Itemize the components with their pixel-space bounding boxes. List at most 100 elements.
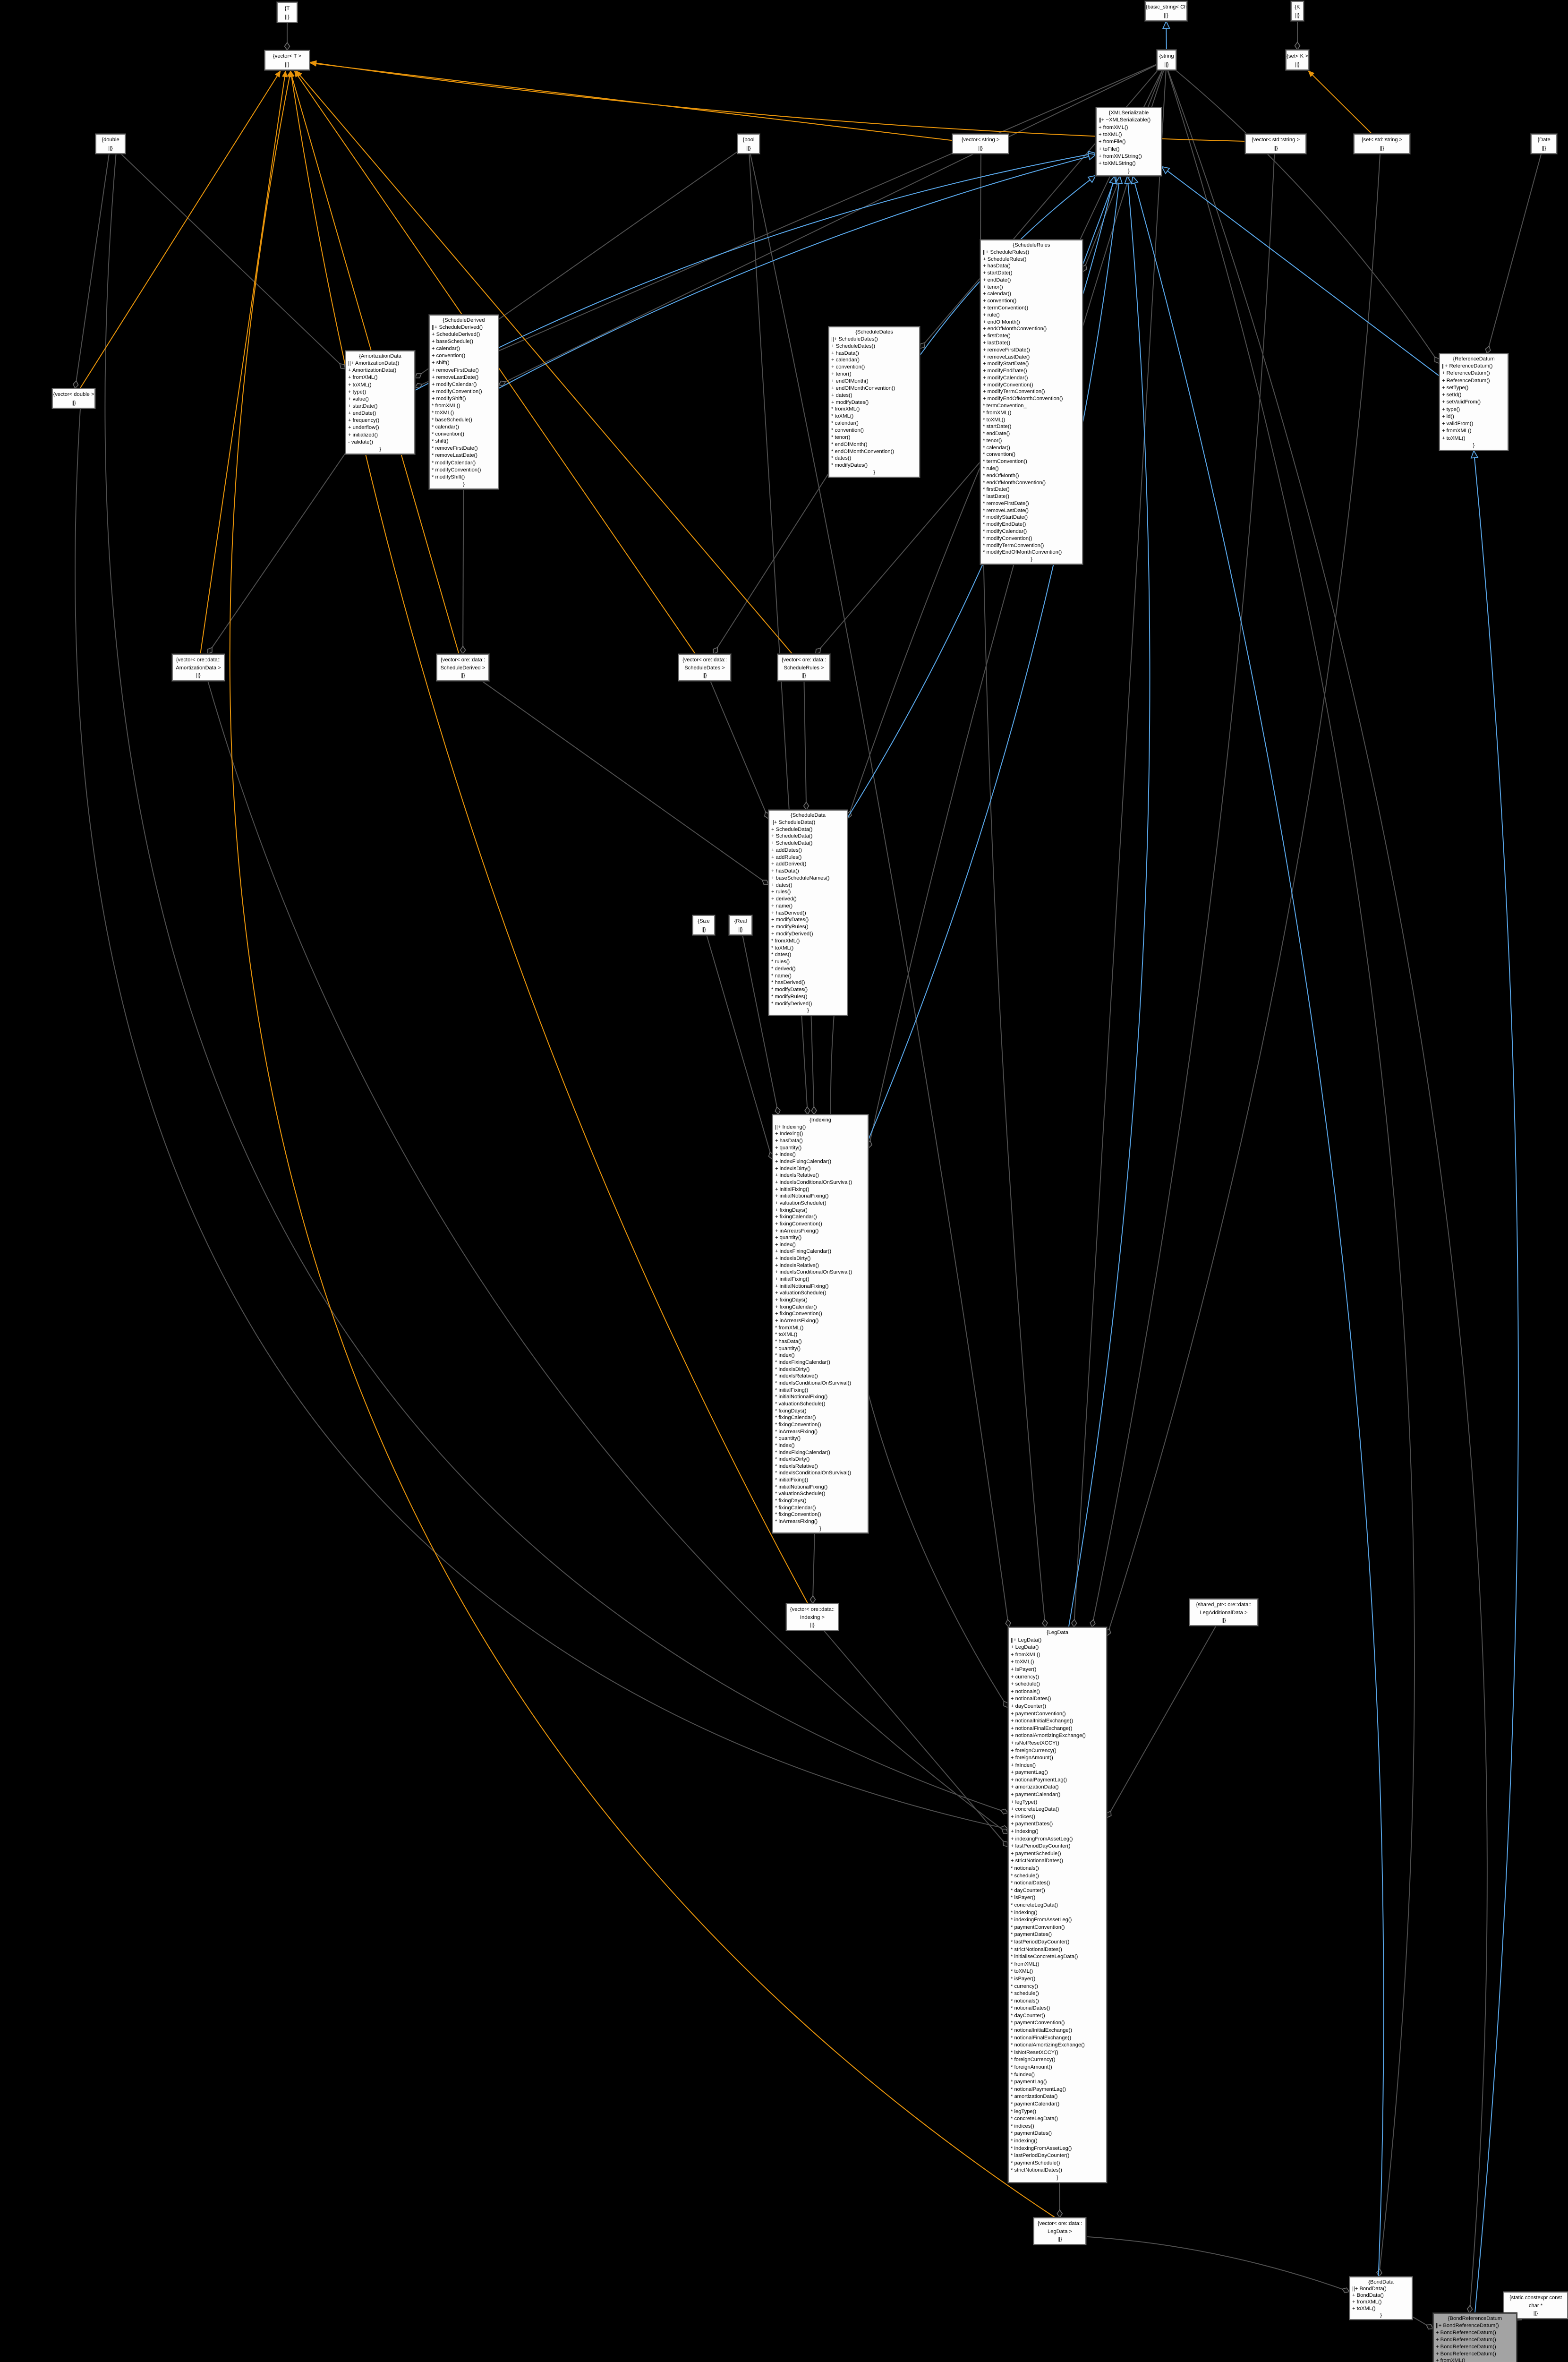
member-line: + firstDate() [983,333,1011,339]
member-line: + baseSchedule() [432,339,474,345]
class-node-Size[interactable]: {Size||} [692,915,715,935]
member-line: + rule() [983,312,1000,318]
class-node-basic_string[interactable]: {basic_string< Char >||} [1145,1,1187,21]
member-line: * lastPeriodDayCounter() [1011,2153,1070,2159]
class-title: {ScheduleDates [855,329,893,335]
member-line: + removeLastDate() [983,354,1030,360]
member-line: * indexingFromAssetLeg() [1011,1917,1072,1923]
class-node-double[interactable]: {double||} [95,134,126,154]
member-line: ||} [810,1622,815,1628]
class-node-Real[interactable]: {Real||} [729,915,752,935]
edge-vec_legdata-bonddata [1086,2236,1350,2294]
member-line: * baseSchedule() [432,417,472,423]
member-line: + schedule() [1011,1681,1040,1687]
member-line: * fixingConvention() [775,1512,821,1518]
class-node-set_stdstring[interactable]: {set< std::string >||} [1354,134,1410,154]
member-line: ||} [738,926,743,933]
class-node-Date[interactable]: {Date||} [1531,134,1557,154]
class-node-T[interactable]: {T||} [277,2,298,23]
member-line: * indexIsRelative() [775,1463,818,1469]
member-line: + modifyCalendar() [432,381,477,387]
class-node-vec_stdstring[interactable]: {vector< std::string >||} [1245,134,1306,154]
class-node-schedderived[interactable]: {ScheduleDerived||+ ScheduleDerived()+ S… [429,315,499,489]
member-line: + indexing() [1011,1829,1039,1835]
member-line: + notionalFinalExchange() [1011,1725,1073,1731]
member-line: * isPayer() [1011,1976,1036,1982]
class-node-sp_legadd[interactable]: {shared_ptr< ore::data::LegAdditionalDat… [1189,1599,1258,1626]
member-line: + indices() [1011,1814,1035,1820]
member-line: ||} [801,673,806,679]
class-title: {ScheduleDerived [443,317,485,323]
member-line: + notionalAmortizingExchange() [1011,1733,1086,1739]
member-line: } [1380,2312,1382,2318]
class-node-vec_schedrules[interactable]: {vector< ore::data::ScheduleRules >||} [777,654,830,681]
member-line: * toXML() [771,945,794,951]
member-line: + dates() [831,392,852,398]
class-node-amort[interactable]: {AmortizationData||+ AmortizationData()+… [345,351,415,454]
class-node-vec_string[interactable]: {vector< string >||} [952,134,1009,154]
class-node-vec_double[interactable]: {vector< double >||} [52,388,95,409]
member-line: + ScheduleData() [771,840,813,847]
member-line: + value() [348,396,369,402]
member-line: + ScheduleDates() [831,343,875,349]
member-line: * notionalPaymentLag() [1011,2086,1066,2092]
class-node-bool[interactable]: {bool||} [737,134,760,154]
member-line: * notionalDates() [1011,1880,1050,1886]
member-line: + notionalPaymentLag() [1011,1777,1067,1783]
class-node-K[interactable]: {K||} [1291,1,1304,21]
edge-vec_amort-legdata [207,681,1009,1834]
member-line: ScheduleRules > [784,665,824,671]
member-line: * hasDerived() [771,980,805,986]
member-line: ||+ ScheduleDates() [831,336,878,342]
member-line: } [1473,442,1475,448]
class-node-scheddates[interactable]: {ScheduleDates||+ ScheduleDates()+ Sched… [828,326,920,478]
member-line: + modifyConvention() [983,382,1033,388]
member-line: + rules() [771,889,791,895]
class-node-vectorT[interactable]: {vector< T >||} [264,50,310,70]
class-node-vec_amort[interactable]: {vector< ore::data::AmortizationData >||… [172,654,225,681]
member-line: * toXML() [983,417,1006,423]
class-title: {vector< ore::data:: [176,657,221,663]
member-line: + type() [1442,406,1460,412]
member-line: + inArrearsFixing() [775,1318,819,1324]
member-line: ||} [285,61,290,68]
member-line: + endDate() [983,277,1011,283]
member-line: - validate() [348,439,373,445]
class-title: {ScheduleData [790,813,826,818]
member-line: * indexFixingCalendar() [775,1449,830,1455]
member-line: * schedule() [1011,1873,1039,1879]
member-line: ||} [1164,62,1169,68]
class-title: {vector< ore::data:: [781,657,827,663]
member-line: + BondReferenceDatum() [1436,2329,1496,2336]
member-line: * initialNotionalFixing() [775,1394,828,1400]
class-node-bondref[interactable]: {BondReferenceDatum||+ BondReferenceDatu… [1433,2313,1517,2362]
member-line: * quantity() [775,1345,801,1352]
class-node-refdatum[interactable]: {ReferenceDatum||+ ReferenceDatum()+ Ref… [1439,353,1508,451]
class-node-legdata[interactable]: {LegData||+ LegData()+ LegData()+ fromXM… [1008,1627,1107,2183]
member-line: ScheduleDerived > [440,665,486,671]
edge-schedderived-xmlser [498,153,1097,389]
edge-vec_scheddates-scheddata [710,681,770,820]
member-line: * endOfMonthConvention() [983,479,1046,486]
class-node-scheddata[interactable]: {ScheduleData||+ ScheduleData()+ Schedul… [768,810,848,1016]
member-line: + indexIsRelative() [775,1262,819,1268]
class-node-setK[interactable]: {set< K >||} [1286,50,1309,70]
member-line: + foreignCurrency() [1011,1747,1057,1754]
class-node-string[interactable]: {string||} [1157,50,1176,70]
member-line: ||} [460,673,465,679]
edge-vec_double-vectorT [79,70,281,389]
class-node-vec_legdata[interactable]: {vector< ore::data::LegData >||} [1033,2217,1086,2245]
class-node-vec_indexing[interactable]: {vector< ore::data::Indexing >||} [786,1603,839,1631]
member-line: * modifyRules() [771,993,808,1000]
member-line: Indexing > [800,1614,825,1620]
class-node-vec_schedderived[interactable]: {vector< ore::data::ScheduleDerived >||} [436,654,489,681]
class-node-xmlser[interactable]: {XMLSerializable||+ ~XMLSerializable()+ … [1096,107,1162,176]
class-node-bonddata[interactable]: {BondData||+ BondData()+ BondData()+ fro… [1349,2276,1413,2320]
class-node-vec_scheddates[interactable]: {vector< ore::data::ScheduleDates >||} [678,654,731,681]
class-node-schedrules[interactable]: {ScheduleRules||+ ScheduleRules()+ Sched… [980,240,1083,565]
member-line: * name() [771,973,792,979]
class-title: {vector< ore::data:: [440,657,486,663]
member-line: ||} [1164,12,1168,18]
member-line: * notionalFinalExchange() [1011,2035,1072,2041]
class-node-indexing[interactable]: {Indexing||+ Indexing()+ Indexing()+ has… [772,1114,869,1533]
